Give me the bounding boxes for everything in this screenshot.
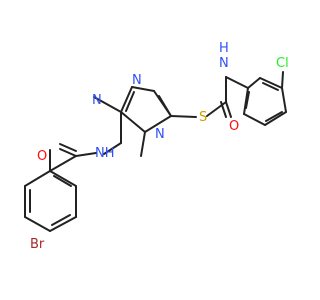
- molecule-diagram: O NH Br N N N S O N H Cl: [24, 41, 289, 252]
- oxygen-atom-label: O: [229, 119, 239, 134]
- triazole-nitrogen-label: N: [132, 73, 142, 88]
- chlorine-atom-label: Cl: [276, 56, 289, 71]
- triazole-nitrogen-label: N: [155, 127, 165, 142]
- sulfur-atom-label: S: [199, 110, 207, 125]
- bond-lines: [24, 71, 287, 232]
- hydrogen-label: H: [219, 41, 229, 56]
- amide-nh-label: NH: [95, 146, 115, 161]
- bromine-atom-label: Br: [30, 237, 45, 252]
- amide-nh-label: N: [219, 56, 229, 71]
- triazole-nitrogen-label: N: [92, 93, 102, 108]
- atom-labels: O NH Br N N N S O N H Cl: [30, 41, 289, 252]
- oxygen-atom-label: O: [37, 149, 47, 164]
